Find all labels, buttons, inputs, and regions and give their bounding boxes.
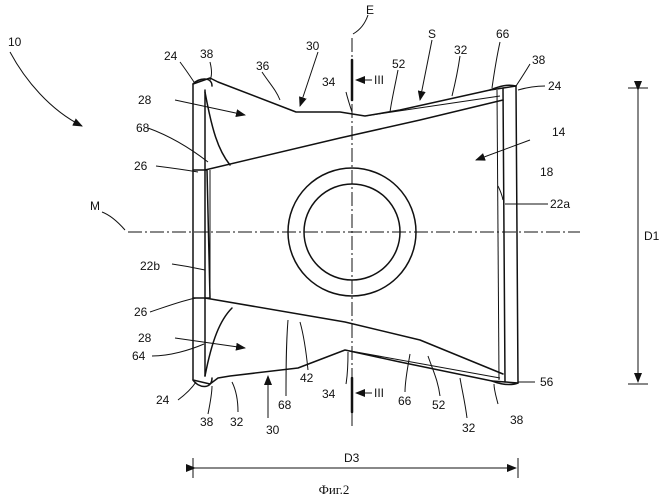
label-10: 10 xyxy=(8,35,22,49)
arrow-10 xyxy=(10,52,82,126)
figure-caption: Фиг.2 xyxy=(319,482,350,497)
label-38-top-left: 38 xyxy=(200,47,214,61)
upper-rake-edge xyxy=(205,100,503,170)
arrow-28-upper xyxy=(175,100,245,115)
right-flank-22a xyxy=(503,88,505,382)
label-66-bottom: 66 xyxy=(398,394,412,408)
label-32-bottom-right: 32 xyxy=(462,421,476,435)
label-68-upper: 68 xyxy=(136,121,150,135)
leader-s xyxy=(420,40,432,100)
label-32-bottom-left: 32 xyxy=(230,415,244,429)
label-26-lower: 26 xyxy=(134,305,148,319)
label-24-top-left: 24 xyxy=(164,49,178,63)
lower-rake-curve xyxy=(205,308,232,376)
label-30-bottom: 30 xyxy=(266,423,280,437)
label-e: E xyxy=(366,3,374,17)
label-22b: 22b xyxy=(140,259,160,273)
label-28-upper: 28 xyxy=(138,93,152,107)
label-24-top-right: 24 xyxy=(548,79,562,93)
label-s: S xyxy=(428,27,436,41)
label-d3: D3 xyxy=(344,451,360,465)
label-18: 18 xyxy=(540,165,554,179)
label-52-bottom: 52 xyxy=(432,398,446,412)
label-38-top-right: 38 xyxy=(532,53,546,67)
label-38-bottom-right: 38 xyxy=(510,413,524,427)
label-30-top: 30 xyxy=(306,39,320,53)
label-32-top: 32 xyxy=(454,43,468,57)
label-22a: 22a xyxy=(550,197,570,211)
label-iii-top: III xyxy=(374,73,384,87)
label-iii-bottom: III xyxy=(374,386,384,400)
insert-outline xyxy=(193,78,518,384)
label-34-bottom: 34 xyxy=(322,387,336,401)
label-m: M xyxy=(90,199,100,213)
left-end-face xyxy=(193,170,210,298)
arrow-28-lower xyxy=(175,338,245,348)
label-38-bottom-left: 38 xyxy=(200,415,214,429)
arrow-30-upper xyxy=(300,52,318,106)
leader-e xyxy=(353,15,368,34)
label-28-lower: 28 xyxy=(138,331,152,345)
leader-m xyxy=(102,212,125,230)
label-36: 36 xyxy=(256,59,270,73)
label-56: 56 xyxy=(540,375,554,389)
label-26-upper: 26 xyxy=(134,159,148,173)
lower-rake-edge xyxy=(205,298,503,374)
label-14: 14 xyxy=(552,125,566,139)
label-52-top: 52 xyxy=(392,57,406,71)
label-24-bottom-left: 24 xyxy=(156,393,170,407)
label-64: 64 xyxy=(132,349,146,363)
right-flank-outer xyxy=(497,90,499,380)
label-66-top: 66 xyxy=(496,27,510,41)
upper-rake-curve xyxy=(205,92,230,165)
label-42: 42 xyxy=(300,371,314,385)
label-34-top: 34 xyxy=(322,75,336,89)
label-d1: D1 xyxy=(644,229,660,243)
label-68-lower: 68 xyxy=(278,398,292,412)
